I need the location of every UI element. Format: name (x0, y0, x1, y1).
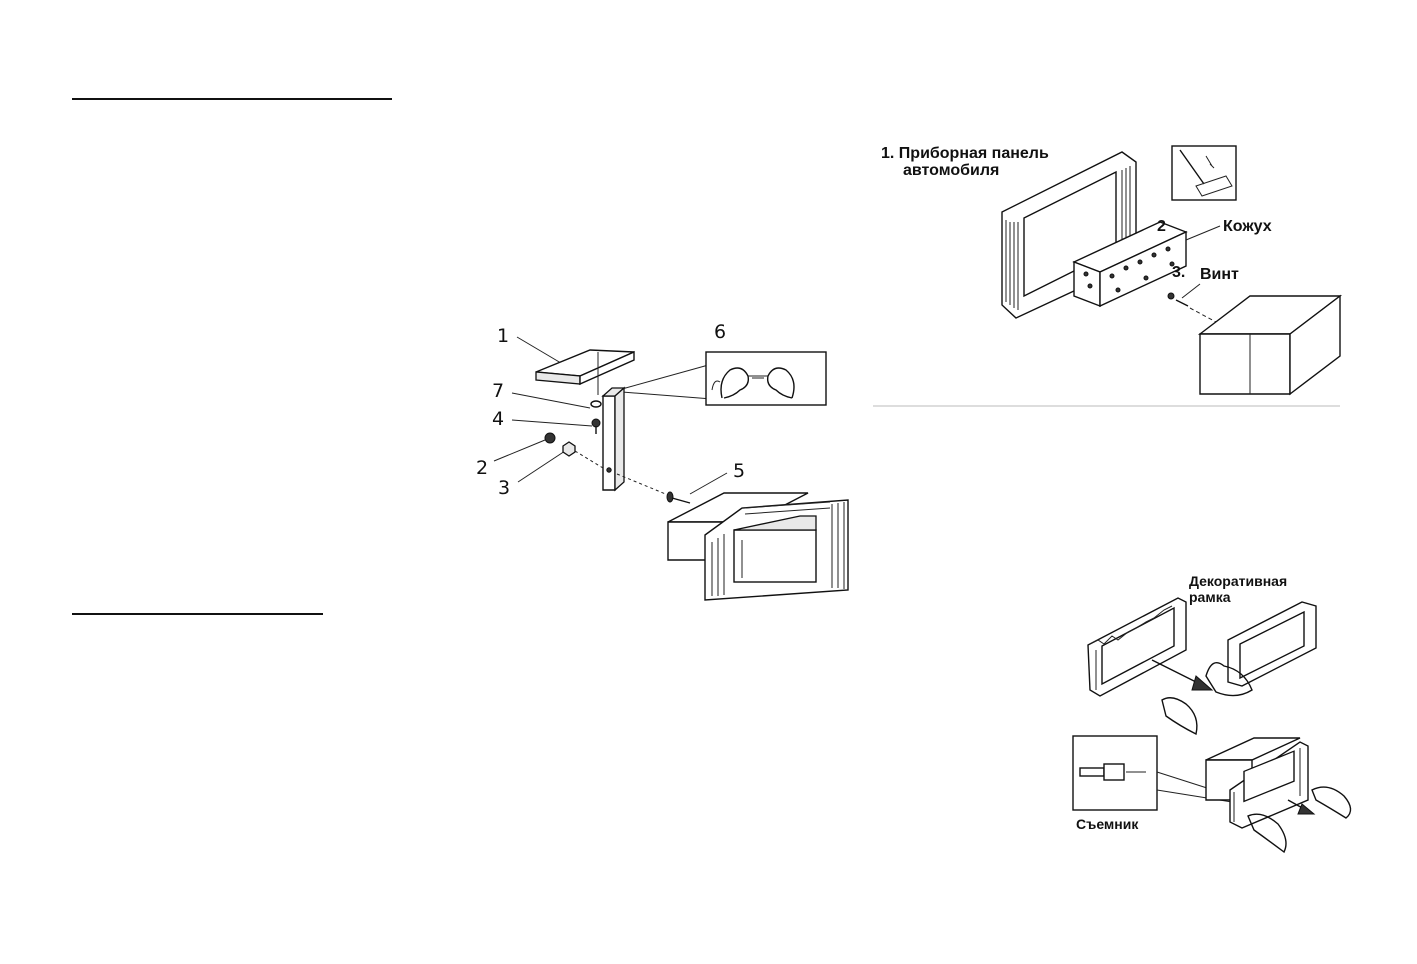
pull-arrow-icon (1151, 659, 1214, 691)
removal-diagram: Декоративная рамка (1072, 573, 1352, 854)
leader-7 (511, 392, 591, 409)
inset-bending-tabs (705, 351, 827, 406)
inset-screwdriver (1171, 145, 1237, 201)
washer-2 (544, 432, 556, 444)
callout-4: 4 (492, 408, 504, 430)
leader-4 (511, 419, 593, 427)
frame-label-line2: рамка (1189, 589, 1231, 605)
hand-pull-right-icon (1311, 786, 1352, 819)
sleeve-installation-diagram: 1. Приборная панель автомобиля (873, 145, 1343, 407)
leader-2 (493, 439, 546, 462)
callout-3: 3 (498, 477, 510, 499)
sleeve-number: 2 (1157, 218, 1166, 235)
inset-removal-key (1072, 735, 1233, 811)
tool-label: Съемник (1076, 816, 1139, 832)
radio-unit-left (667, 492, 849, 601)
leader-6a (621, 363, 713, 390)
screw-5 (666, 491, 691, 504)
radio-unit-bottom (1205, 737, 1309, 829)
screw-label: Винт (1200, 266, 1239, 283)
callout-6: 6 (714, 321, 726, 343)
callout-1: 1 (497, 325, 509, 347)
leader-3 (517, 450, 566, 483)
leader-1 (516, 336, 567, 367)
screwdriver-icon (1179, 149, 1205, 185)
hand-right-icon (1205, 662, 1253, 697)
heading-underline-middle (72, 613, 323, 615)
hand-left-icon (1161, 697, 1198, 736)
mounting-sleeve (1072, 221, 1188, 308)
leader-6b (621, 391, 713, 400)
heading-underline-top (72, 98, 392, 100)
mounting-plate (535, 349, 635, 395)
pull-arrow-small-icon (1287, 799, 1316, 815)
dashboard-opening (1087, 597, 1187, 697)
washer-7 (590, 400, 602, 408)
callout-2: 2 (476, 457, 488, 479)
decorative-frame (1227, 601, 1317, 687)
bracket-mounting-diagram: 1 2 3 4 5 6 7 (476, 321, 849, 601)
callout-7: 7 (492, 380, 504, 402)
screw-icon (1167, 292, 1189, 307)
metal-strap (601, 386, 626, 492)
hand-pull-left-icon (1247, 813, 1287, 854)
bolt-4 (591, 418, 601, 434)
dashboard-label-line1: 1. Приборная панель (881, 145, 1049, 162)
leader-5 (689, 472, 728, 495)
frame-label-line1: Декоративная (1189, 573, 1287, 589)
radio-unit-top (1197, 294, 1343, 396)
callout-5: 5 (733, 460, 745, 482)
sleeve-label: Кожух (1223, 218, 1272, 235)
nut-3 (562, 441, 576, 457)
screw-number: 3. (1172, 264, 1185, 281)
dashboard-label-line2: автомобиля (903, 162, 999, 179)
